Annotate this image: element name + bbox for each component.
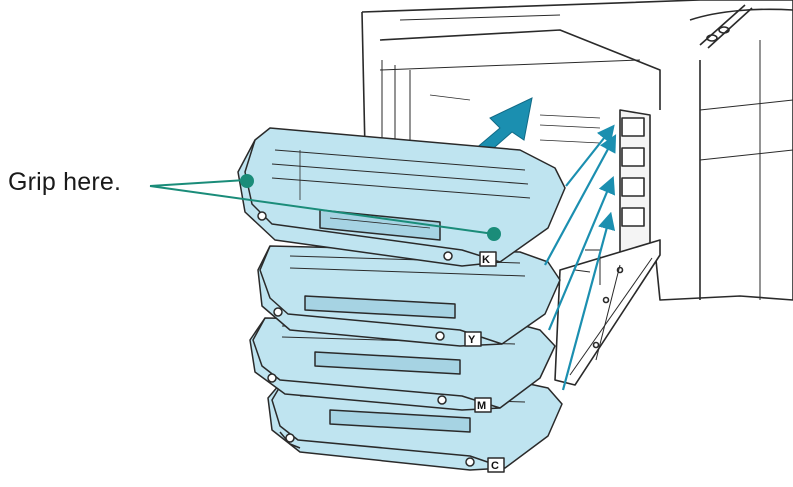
grip-here-label: Grip here.: [8, 168, 121, 197]
cartridge-letter-m: M: [477, 400, 486, 412]
grip-leader-line-1: [150, 180, 246, 186]
cartridge-letter-c: C: [491, 460, 499, 472]
grip-point-right: [487, 227, 501, 241]
cartridge-letter-y: Y: [468, 334, 476, 346]
toner-cartridge-y: [258, 246, 560, 346]
grip-point-left: [240, 174, 254, 188]
cartridge-letter-k: K: [482, 254, 490, 266]
